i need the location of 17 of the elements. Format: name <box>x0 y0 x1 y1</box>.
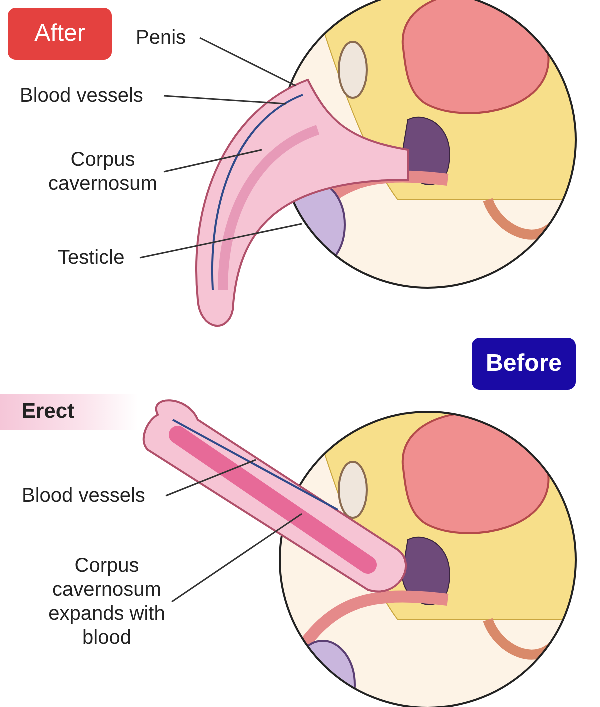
leader-line <box>200 37 296 87</box>
leader-line <box>164 149 262 173</box>
part-label: Corpus cavernosum <box>48 148 158 196</box>
leader-line <box>166 459 256 497</box>
badge-text: Before <box>486 352 562 376</box>
part-label: Blood vessels <box>22 484 146 508</box>
leader-line <box>164 95 286 105</box>
part-label: Blood vessels <box>20 84 144 108</box>
part-label: Testicle <box>58 246 126 270</box>
before-badge <box>472 338 576 390</box>
leader-line <box>172 513 302 603</box>
badge-text: Erect <box>22 400 75 424</box>
badge-text: After <box>34 22 86 46</box>
part-label: Corpus cavernosum expands with blood <box>48 554 166 650</box>
leader-line <box>140 223 302 259</box>
part-label: Penis <box>136 26 188 50</box>
after-badge <box>8 8 112 60</box>
